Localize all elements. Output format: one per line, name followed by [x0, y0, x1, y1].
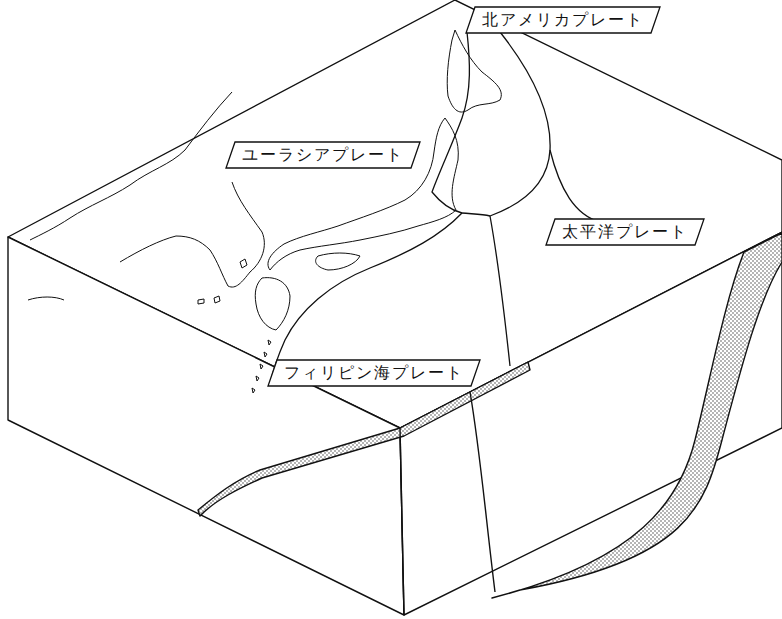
tsushima	[240, 259, 247, 268]
islands	[198, 296, 271, 393]
plate-label: 北アメリカプレート	[466, 7, 660, 33]
plate-label: 太平洋プレート	[546, 219, 704, 245]
honshu	[268, 118, 458, 270]
plate-boundary	[432, 32, 469, 213]
plate-label: ユーラシアプレート	[226, 142, 420, 168]
korea-coast	[120, 182, 264, 287]
pacific-slab	[492, 233, 782, 598]
plate-boundary	[490, 32, 550, 216]
plate-name: フィリピン海プレート	[284, 363, 464, 382]
left-face	[8, 237, 404, 615]
plate-boundary	[550, 150, 600, 222]
right-face	[400, 232, 782, 615]
taiwan-coast	[28, 297, 64, 300]
label-frame	[226, 142, 420, 168]
kyushu	[255, 278, 290, 330]
plate-name: ユーラシアプレート	[242, 145, 404, 164]
plate-boundary	[462, 213, 490, 216]
hokkaido	[447, 30, 501, 112]
plate-boundary	[490, 216, 510, 366]
shikoku	[316, 253, 360, 270]
plate-boundary	[270, 213, 462, 384]
plate-label: フィリピン海プレート	[268, 360, 480, 386]
plate-name: 太平洋プレート	[562, 222, 688, 241]
plate-name: 北アメリカプレート	[482, 10, 644, 29]
label-frame	[268, 360, 480, 386]
slab-boundary	[470, 392, 495, 592]
asia-coast	[30, 92, 232, 240]
block-edge	[400, 428, 404, 615]
label-frame	[466, 7, 660, 33]
label-frame	[546, 219, 704, 245]
